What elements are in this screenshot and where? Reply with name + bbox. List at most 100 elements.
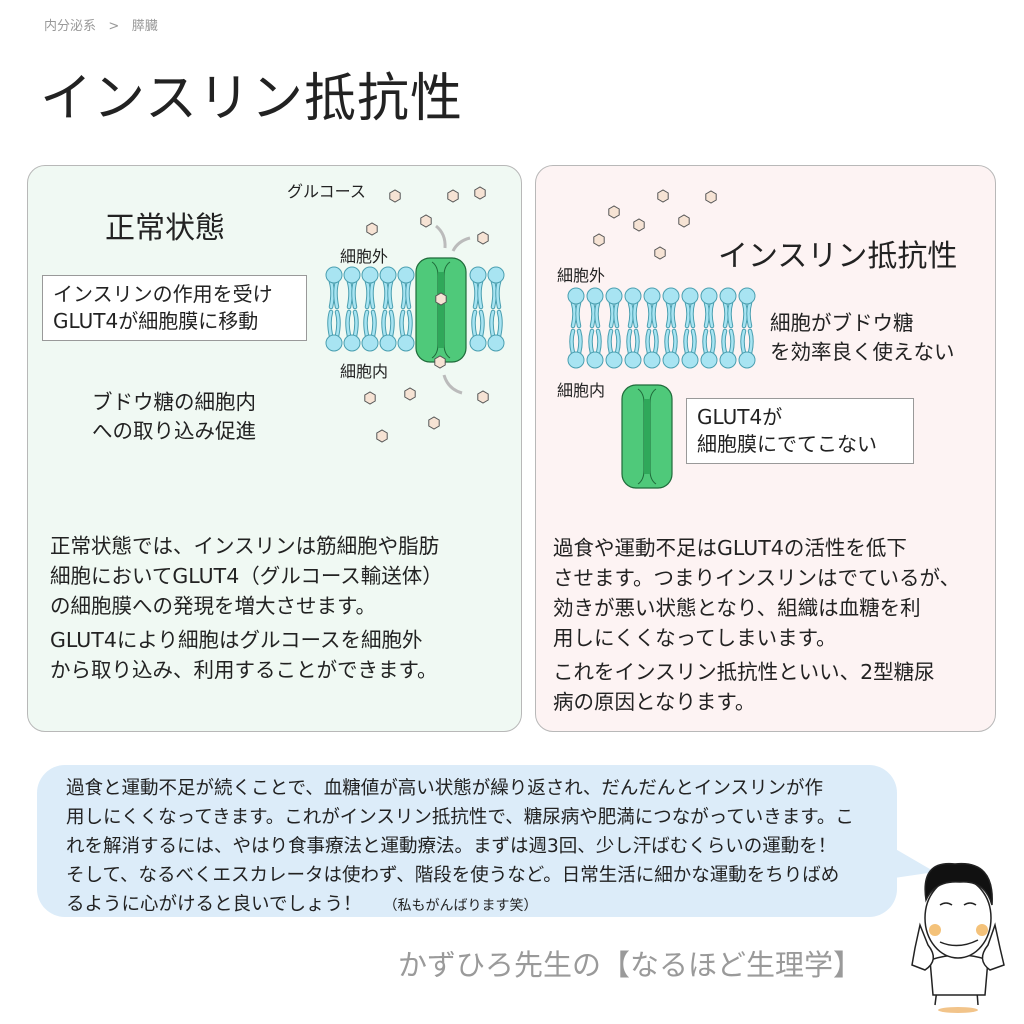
glucose-molecule — [608, 205, 620, 219]
note-line: への取り込み促進 — [92, 419, 256, 443]
lipid-tail — [352, 280, 358, 338]
page-title: インスリン抵抗性 — [40, 69, 463, 129]
effect-note: 細胞がブドウ糖 を効率良く使えない — [770, 309, 955, 367]
lipid-tail — [570, 301, 576, 355]
lipid-tail — [346, 280, 352, 338]
lipid-head — [567, 287, 585, 305]
lipid-head — [361, 334, 379, 352]
box-line: GLUT4が — [697, 405, 783, 429]
speech-bubble: 過食と運動不足が続くことで、血糖値が高い状態が繰り返され、だんだんとインスリンが… — [37, 765, 897, 917]
glucose-molecule — [474, 186, 486, 200]
glucose-molecule — [678, 214, 690, 228]
text-line: これをインスリン抵抗性といい、2型糖尿 — [553, 660, 935, 684]
lipid-head — [487, 266, 505, 284]
lipid-head — [681, 287, 699, 305]
lipid-head — [586, 351, 604, 369]
lipid-tail — [646, 301, 652, 355]
box-line: インスリンの作用を受け — [53, 282, 273, 306]
bubble-line: そして、なるべくエスカレータは使わず、階段を使うなど。日常生活に細かな運動をちり… — [66, 865, 840, 886]
lipid-head — [719, 287, 737, 305]
lipid-tail — [364, 280, 370, 338]
arrow-icon — [451, 236, 471, 252]
lipid-tail — [478, 280, 484, 338]
lipid-tail — [382, 280, 388, 338]
breadcrumb-separator: > — [108, 19, 120, 34]
glut4-box: GLUT4が 細胞膜にでてこない — [686, 398, 914, 464]
lipid-tail — [400, 280, 406, 338]
text-line: 効きが悪い状態となり、組織は血糖を利 — [553, 596, 921, 620]
glucose-molecule — [633, 218, 645, 232]
glucose-molecule — [404, 387, 416, 401]
bubble-aside: （私もがんばります笑） — [383, 898, 538, 914]
note-line: を効率良く使えない — [770, 340, 955, 364]
glucose-molecule — [428, 416, 440, 430]
lipid-head — [738, 351, 756, 369]
lipid-tail — [608, 301, 614, 355]
glucose-molecule — [420, 214, 432, 228]
lipid-tail — [722, 301, 728, 355]
glucose-molecule — [477, 390, 489, 404]
glut4-channel — [644, 399, 650, 474]
normal-heading: 正常状態 — [105, 211, 225, 246]
lipid-head — [487, 334, 505, 352]
lipid-head — [361, 266, 379, 284]
glucose-molecule — [435, 292, 447, 306]
breadcrumb-parent[interactable]: 内分泌系 — [44, 19, 97, 34]
lipid-tail — [576, 301, 582, 355]
lipid-head — [662, 287, 680, 305]
lipid-head — [719, 351, 737, 369]
resistance-description: 過食や運動不足はGLUT4の活性を低下 させます。つまりインスリンはでているが、… — [553, 533, 960, 717]
glucose-molecule — [434, 355, 446, 369]
text-line: させます。つまりインスリンはでているが、 — [553, 566, 961, 590]
lipid-tail — [671, 301, 677, 355]
lipid-tail — [490, 280, 496, 338]
lipid-tail — [728, 301, 734, 355]
text-line: 細胞においてGLUT4（グルコース輸送体） — [50, 564, 443, 588]
lipid-tail — [709, 301, 715, 355]
lipid-tail — [652, 301, 658, 355]
lipid-head — [379, 266, 397, 284]
glucose-molecule — [366, 222, 378, 236]
inside-label: 細胞内 — [340, 362, 389, 381]
bubble-line: るように心がけると良いでしょう！ — [66, 894, 362, 915]
lipid-tail — [370, 280, 376, 338]
bubble-line: 過食と運動不足が続くことで、血糖値が高い状態が繰り返され、だんだんとインスリンが… — [66, 778, 824, 799]
normal-description: 正常状態では、インスリンは筋細胞や脂肪 細胞においてGLUT4（グルコース輸送体… — [50, 531, 443, 685]
lipid-tail — [472, 280, 478, 338]
lipid-tail — [589, 301, 595, 355]
lipid-tail — [496, 280, 502, 338]
lipid-tail — [747, 301, 753, 355]
lipid-head — [325, 266, 343, 284]
lipid-head — [662, 351, 680, 369]
lipid-head — [343, 266, 361, 284]
lipid-head — [700, 287, 718, 305]
glucose-label: グルコース — [287, 182, 366, 201]
lipid-head — [469, 266, 487, 284]
lipid-tail — [684, 301, 690, 355]
lipid-tail — [328, 280, 334, 338]
glucose-molecule — [705, 190, 717, 204]
glucose-molecule — [654, 246, 666, 260]
glucose-molecule — [477, 231, 489, 245]
text-line: GLUT4により細胞はグルコースを細胞外 — [50, 628, 423, 652]
text-line: の細胞膜への発現を増大させます。 — [50, 594, 376, 618]
inside-label: 細胞内 — [557, 381, 606, 400]
glucose-molecule — [389, 189, 401, 203]
lipid-tail — [665, 301, 671, 355]
lipid-head — [605, 351, 623, 369]
lipid-tail — [633, 301, 639, 355]
lipid-head — [624, 287, 642, 305]
glucose-molecule — [364, 391, 376, 405]
glucose-molecule — [657, 189, 669, 203]
lipid-head — [624, 351, 642, 369]
outside-label: 細胞外 — [557, 266, 606, 285]
lipid-tail — [703, 301, 709, 355]
bubble-line: れを解消するには、やはり食事療法と運動療法。まずは週3回、少し汗ばむくらいの運動… — [66, 836, 837, 857]
lipid-tail — [627, 301, 633, 355]
breadcrumb-current[interactable]: 膵臓 — [131, 19, 158, 34]
glut4-channel — [438, 272, 444, 348]
lipid-tail — [406, 280, 412, 338]
lipid-head — [343, 334, 361, 352]
